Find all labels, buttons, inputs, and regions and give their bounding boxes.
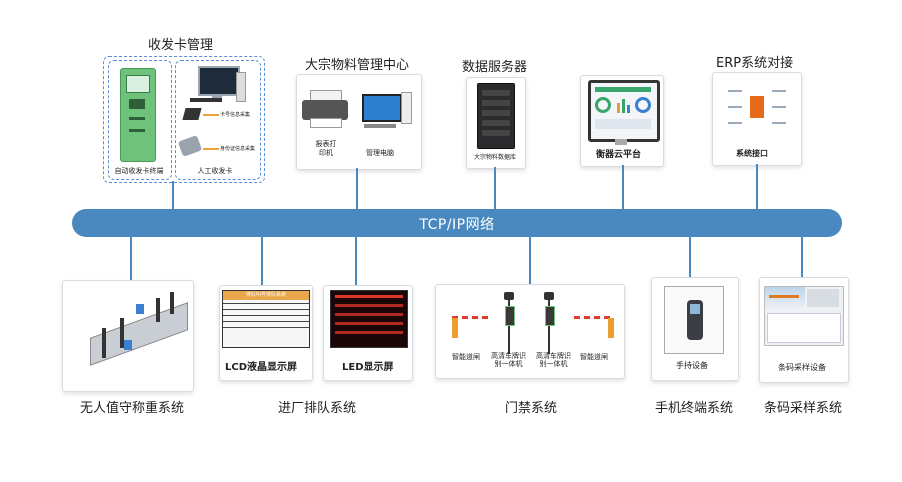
manual-label: 人工收发卡 bbox=[197, 167, 233, 175]
erp-title: ERP系统对接 bbox=[716, 56, 794, 71]
pc-icon bbox=[198, 66, 240, 96]
handheld-label: 手持设备 bbox=[676, 361, 708, 370]
lcd-header: 排队叫号排队系统 bbox=[223, 291, 309, 300]
erp-diagram-icon bbox=[722, 82, 790, 134]
barcode-photo bbox=[764, 286, 844, 346]
connector bbox=[689, 237, 691, 277]
db-label: 大宗物料数据库 bbox=[473, 154, 516, 161]
barcode-title: 条码采样系统 bbox=[764, 401, 843, 416]
card-mgmt-frame bbox=[103, 56, 265, 183]
barrier-left-icon bbox=[452, 316, 500, 344]
keyboard-icon bbox=[364, 124, 396, 128]
printer-label: 报表打 印机 bbox=[315, 140, 337, 157]
gate-title: 门禁系统 bbox=[505, 401, 558, 416]
reader2-label: 身份证信息采集 bbox=[220, 146, 256, 152]
barrier-right-icon bbox=[570, 316, 618, 344]
arrow-icon bbox=[203, 148, 219, 150]
card-reader-icon bbox=[182, 108, 202, 120]
camera-icon bbox=[504, 292, 515, 354]
reader1-label: 卡号信息采集 bbox=[220, 112, 251, 118]
printer-icon bbox=[302, 90, 348, 128]
weighbridge-icon bbox=[80, 292, 190, 370]
keyboard-icon bbox=[190, 98, 222, 102]
weighing-title: 无人值守称重系统 bbox=[80, 401, 185, 416]
connector bbox=[622, 165, 624, 209]
monitor-icon bbox=[362, 94, 402, 122]
monitor-stand bbox=[615, 139, 627, 145]
gate-right-label: 智能道闸 bbox=[580, 353, 608, 361]
connector bbox=[355, 237, 357, 285]
queue-title: 进厂排队系统 bbox=[278, 401, 357, 416]
camera1-label: 高清车牌识 别一体机 bbox=[491, 352, 526, 368]
tcp-ip-bus: TCP/IP网络 bbox=[72, 209, 842, 237]
erp-card bbox=[712, 72, 802, 166]
tower-icon bbox=[401, 92, 412, 124]
mobile-title: 手机终端系统 bbox=[655, 401, 734, 416]
cloud-monitor-icon bbox=[588, 80, 660, 142]
card-mgmt-title: 收发卡管理 bbox=[148, 38, 214, 53]
connector bbox=[130, 237, 132, 281]
manual-frame bbox=[175, 60, 261, 180]
server-title: 数据服务器 bbox=[462, 60, 528, 75]
camera2-label: 高清车牌识 别一体机 bbox=[536, 352, 571, 368]
tower-icon bbox=[236, 72, 246, 102]
lcd-screen: 排队叫号排队系统 bbox=[222, 290, 310, 348]
pc-stand bbox=[212, 94, 222, 98]
connector bbox=[529, 237, 531, 284]
barcode-device-label: 条码采样设备 bbox=[778, 363, 826, 372]
led-label: LED显示屏 bbox=[342, 362, 394, 373]
connector bbox=[172, 181, 174, 209]
led-screen bbox=[330, 290, 408, 348]
camera-icon bbox=[544, 292, 555, 354]
auto-terminal-frame bbox=[108, 60, 172, 180]
gate-card bbox=[435, 284, 625, 379]
logistics-title: 大宗物料管理中心 bbox=[305, 58, 410, 73]
auto-terminal-label: 自动收发卡终端 bbox=[114, 167, 164, 175]
bus-label: TCP/IP网络 bbox=[419, 217, 495, 233]
arrow-icon bbox=[203, 114, 219, 116]
connector bbox=[494, 167, 496, 209]
server-icon bbox=[477, 83, 515, 149]
connector bbox=[801, 237, 803, 277]
handheld-icon bbox=[687, 300, 703, 340]
connector bbox=[356, 168, 358, 209]
kiosk-icon bbox=[120, 68, 156, 162]
pc-label: 管理电脑 bbox=[366, 149, 394, 157]
connector bbox=[756, 164, 758, 209]
cloud-label: 衡器云平台 bbox=[596, 150, 642, 160]
lcd-label: LCD液晶显示屏 bbox=[225, 362, 298, 373]
erp-interface-label: 系统接口 bbox=[736, 149, 768, 158]
gate-left-label: 智能道闸 bbox=[452, 353, 480, 361]
connector bbox=[261, 237, 263, 285]
